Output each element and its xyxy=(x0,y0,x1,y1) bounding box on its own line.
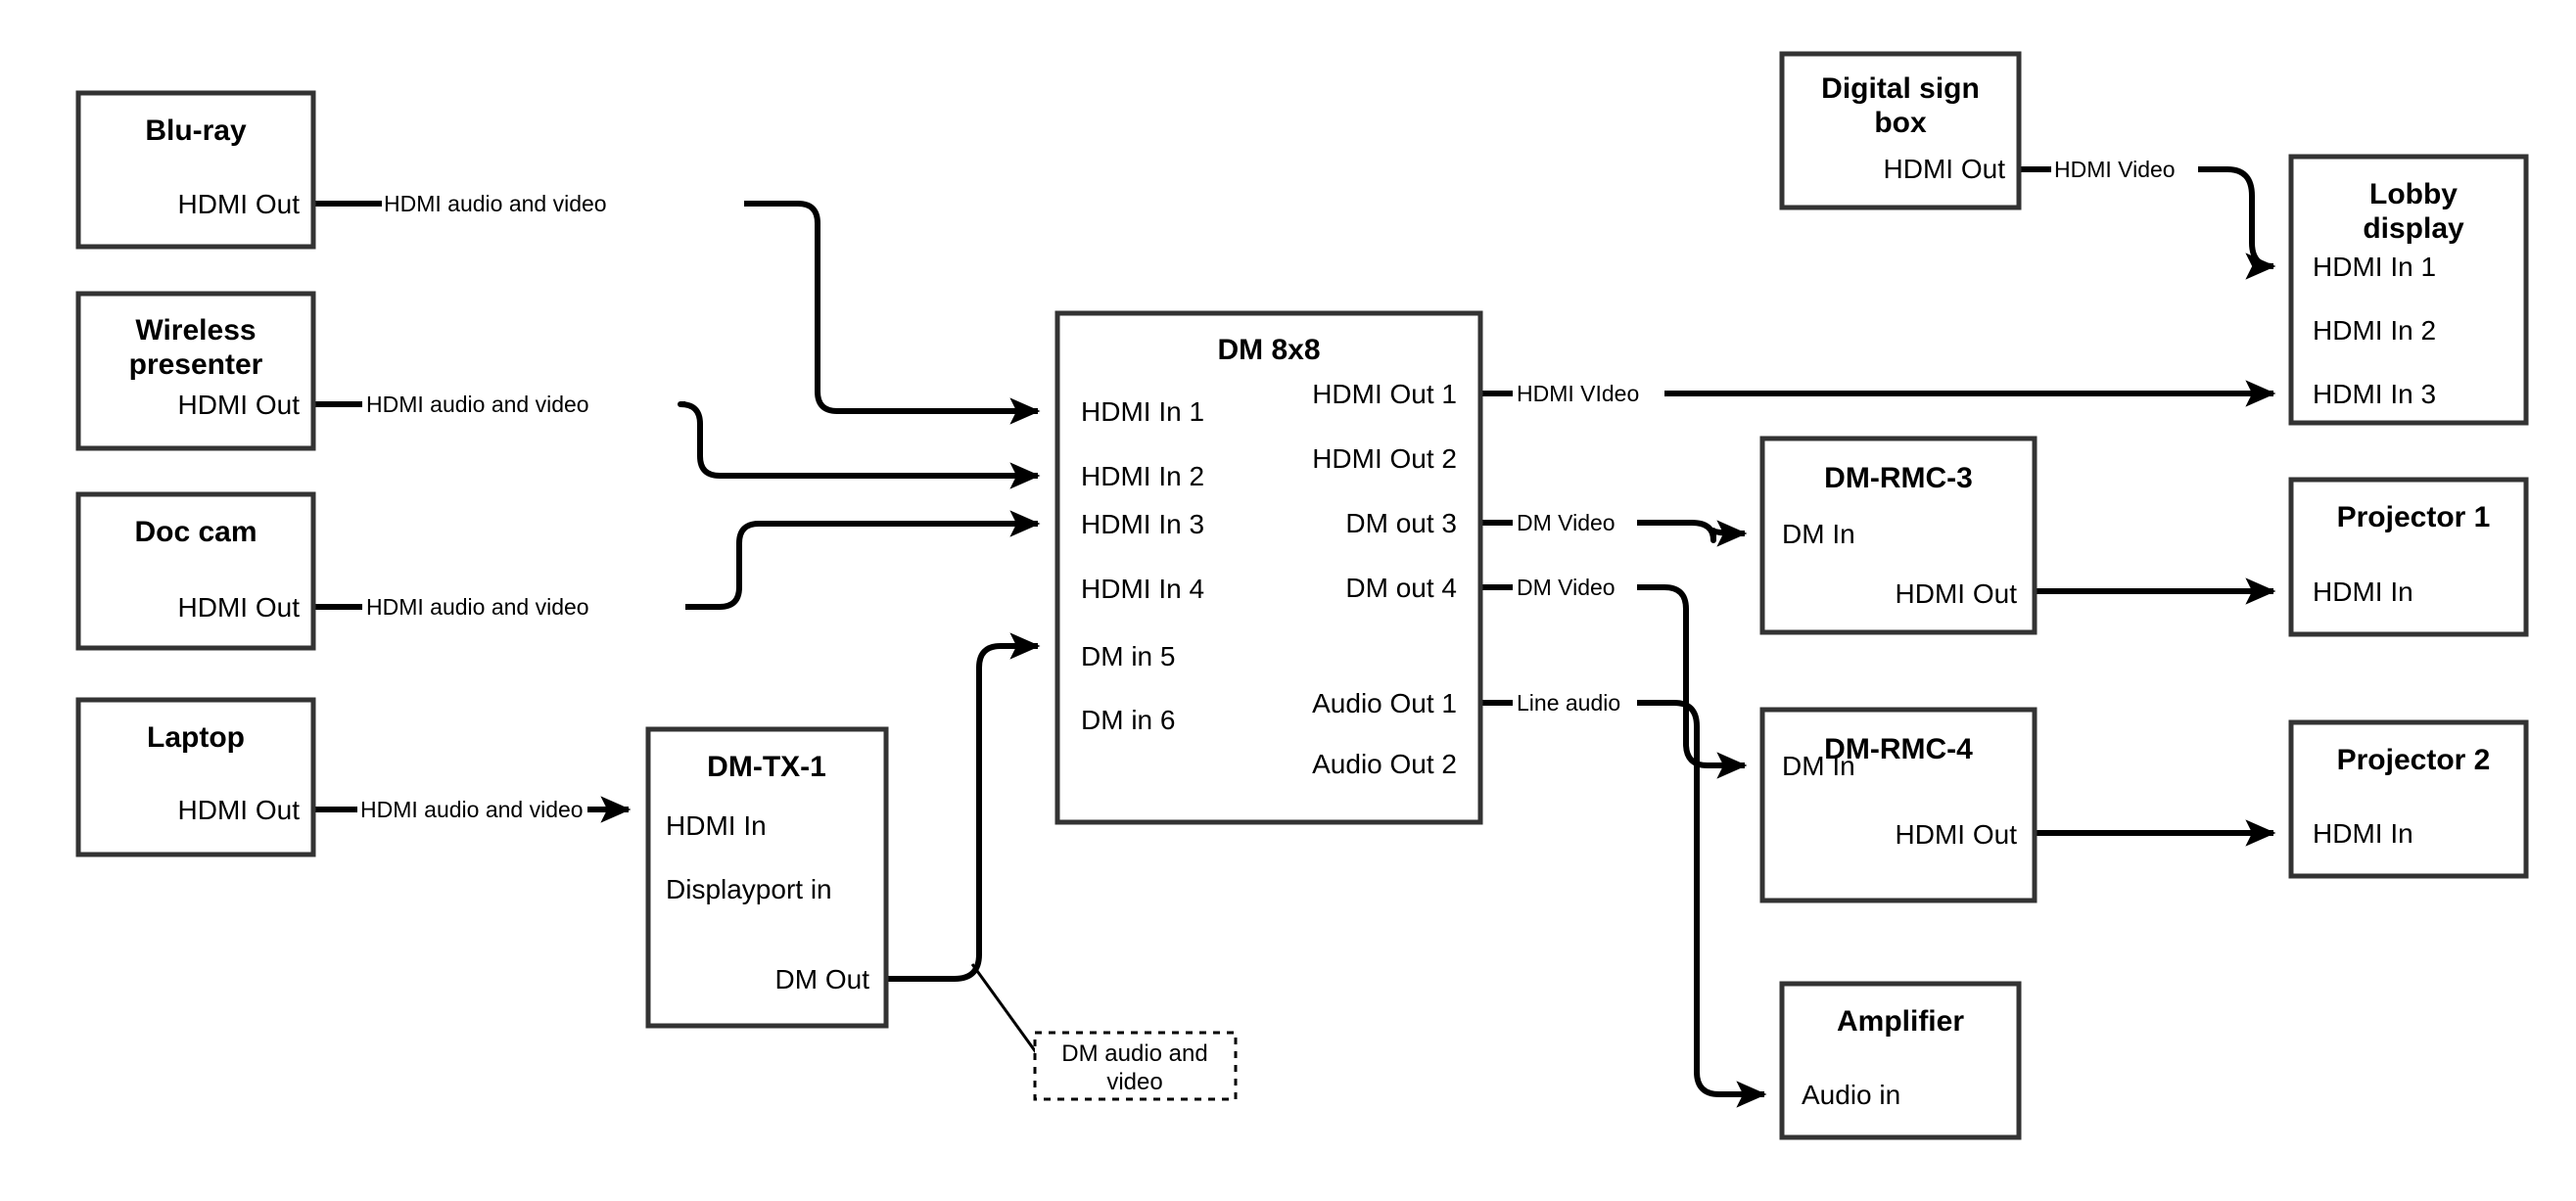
node-projector-2[interactable]: Projector 2 HDMI In xyxy=(2288,719,2529,879)
dm-8x8-input-hdmi-in-2[interactable]: HDMI In 2 xyxy=(1081,461,1204,491)
node-dm-rmc-4[interactable]: DM-RMC-4 DM In HDMI Out xyxy=(1759,707,2037,903)
doc-cam-title: Doc cam xyxy=(134,516,257,548)
note-dm-audio-video-box xyxy=(1033,1031,1238,1101)
dm-rmc-4-port-dm-in[interactable]: DM In xyxy=(1782,751,1855,781)
dm-rmc-3-port-hdmi-out[interactable]: HDMI Out xyxy=(1896,578,2018,609)
node-dm-rmc-3[interactable]: DM-RMC-3 DM In HDMI Out xyxy=(1759,436,2037,635)
node-bluray[interactable]: Blu-ray HDMI Out xyxy=(75,90,316,250)
wire-audio-out-1-to-amplifier xyxy=(1637,700,1767,1108)
node-lobby-display[interactable]: Lobby display HDMI In 1 HDMI In 2 HDMI I… xyxy=(2288,154,2529,426)
projector-2-box[interactable] xyxy=(2288,719,2529,879)
dm-rmc-3-title: DM-RMC-3 xyxy=(1824,462,1973,494)
wireless-presenter-box[interactable] xyxy=(75,291,316,451)
lobby-display-box[interactable] xyxy=(2288,154,2529,426)
node-doc-cam[interactable]: Doc cam HDMI Out xyxy=(75,491,316,651)
dm-8x8-output-dm-out-3[interactable]: DM out 3 xyxy=(1345,508,1457,538)
wire-dm-out-3-to-rmc3 xyxy=(1637,520,1748,547)
lobby-display-port-hdmi-in-2[interactable]: HDMI In 2 xyxy=(2313,315,2436,346)
edge-label-hdmiout1-to-lobby3: HDMI VIdeo xyxy=(1517,381,1639,406)
edge-label-laptop-to-tx1: HDMI audio and video xyxy=(360,797,584,822)
amplifier-box[interactable] xyxy=(1779,981,2022,1140)
doc-cam-port-hdmi-out[interactable]: HDMI Out xyxy=(178,592,301,623)
lobby-display-title-line1: Lobby xyxy=(2369,178,2458,210)
node-wireless-presenter[interactable]: Wireless presenter HDMI Out xyxy=(75,291,316,451)
node-projector-1[interactable]: Projector 1 HDMI In xyxy=(2288,477,2529,637)
wireless-presenter-port-hdmi-out[interactable]: HDMI Out xyxy=(178,390,301,420)
amplifier-title: Amplifier xyxy=(1837,1005,1964,1038)
edge-label-dmout4-to-rmc4: DM Video xyxy=(1517,575,1616,600)
wire-wireless-to-hdmi-in-2 xyxy=(678,401,1041,489)
dm-8x8-output-audio-out-2[interactable]: Audio Out 2 xyxy=(1312,749,1457,779)
edge-label-doccam-to-in3: HDMI audio and video xyxy=(366,594,589,620)
projector-1-box[interactable] xyxy=(2288,477,2529,637)
dm-tx-1-port-displayport-in[interactable]: Displayport in xyxy=(666,874,832,904)
wire-layer xyxy=(313,166,2276,1108)
bluray-box[interactable] xyxy=(75,90,316,250)
edge-label-layer: HDMI audio and video HDMI audio and vide… xyxy=(360,157,2176,822)
dm-8x8-output-hdmi-out-1[interactable]: HDMI Out 1 xyxy=(1312,379,1457,409)
node-dm-8x8[interactable]: DM 8x8 HDMI In 1 HDMI In 2 HDMI In 3 HDM… xyxy=(1054,310,1483,825)
projector-1-title: Projector 1 xyxy=(2337,501,2491,533)
dm-rmc-3-box[interactable] xyxy=(1759,436,2037,635)
lobby-display-port-hdmi-in-3[interactable]: HDMI In 3 xyxy=(2313,379,2436,409)
dm-8x8-box[interactable] xyxy=(1054,310,1483,825)
lobby-display-title-line2: display xyxy=(2363,212,2464,245)
edge-label-bluray-to-in1: HDMI audio and video xyxy=(384,191,607,216)
projector-2-port-hdmi-in[interactable]: HDMI In xyxy=(2313,818,2413,849)
wire-dmtx1-to-dm-in-5 xyxy=(886,632,1041,982)
dm-tx-1-box[interactable] xyxy=(645,726,889,1029)
dm-rmc-4-port-hdmi-out[interactable]: HDMI Out xyxy=(1896,819,2018,850)
amplifier-port-audio-in[interactable]: Audio in xyxy=(1802,1080,1900,1110)
wire-signbox-to-lobby-hdmi-in-1 xyxy=(2198,166,2276,280)
laptop-box[interactable] xyxy=(75,697,316,857)
note-dm-audio-video-line1: DM audio and xyxy=(1061,1040,1207,1067)
edge-label-wireless-to-in2: HDMI audio and video xyxy=(366,392,589,417)
wireless-presenter-title-line1: Wireless xyxy=(135,314,256,346)
dm-tx-1-port-hdmi-in[interactable]: HDMI In xyxy=(666,810,767,841)
bluray-port-hdmi-out[interactable]: HDMI Out xyxy=(178,189,301,219)
projector-1-port-hdmi-in[interactable]: HDMI In xyxy=(2313,577,2413,607)
doc-cam-box[interactable] xyxy=(75,491,316,651)
digital-sign-box[interactable] xyxy=(1779,51,2022,210)
node-dm-tx-1[interactable]: DM-TX-1 HDMI In Displayport in DM Out xyxy=(645,726,889,1029)
edge-label-sign-to-lobby: HDMI Video xyxy=(2054,157,2176,182)
wire-dm-out-4-to-rmc4 xyxy=(1637,584,1748,779)
node-laptop[interactable]: Laptop HDMI Out xyxy=(75,697,316,857)
node-digital-sign-box[interactable]: Digital sign box HDMI Out xyxy=(1779,51,2022,210)
dm-8x8-output-dm-out-4[interactable]: DM out 4 xyxy=(1345,573,1457,603)
dm-8x8-input-dm-in-5[interactable]: DM in 5 xyxy=(1081,641,1175,671)
wireless-presenter-title-line2: presenter xyxy=(129,348,263,381)
dm-8x8-output-audio-out-1[interactable]: Audio Out 1 xyxy=(1312,688,1457,718)
dm-rmc-3-port-dm-in[interactable]: DM In xyxy=(1782,519,1855,549)
edge-label-dmout3-to-rmc3: DM Video xyxy=(1517,510,1616,535)
lobby-display-port-hdmi-in-1[interactable]: HDMI In 1 xyxy=(2313,252,2436,282)
dm-rmc-4-box[interactable] xyxy=(1759,707,2037,903)
digital-sign-box-title-line1: Digital sign xyxy=(1821,72,1980,105)
dm-8x8-title: DM 8x8 xyxy=(1217,334,1320,366)
edge-label-audioout1-to-amp: Line audio xyxy=(1517,690,1620,716)
wire-bluray-to-hdmi-in-1 xyxy=(744,201,1041,425)
dm-8x8-output-hdmi-out-2[interactable]: HDMI Out 2 xyxy=(1312,443,1457,474)
node-amplifier[interactable]: Amplifier Audio in xyxy=(1779,981,2022,1140)
laptop-port-hdmi-out[interactable]: HDMI Out xyxy=(178,795,301,825)
laptop-title: Laptop xyxy=(147,721,245,754)
note-leader-line xyxy=(970,963,1038,1053)
wire-doccam-to-hdmi-in-3 xyxy=(685,510,1041,610)
digital-sign-box-port-hdmi-out[interactable]: HDMI Out xyxy=(1884,154,2006,184)
digital-sign-box-title-line2: box xyxy=(1874,107,1927,139)
dm-8x8-input-hdmi-in-3[interactable]: HDMI In 3 xyxy=(1081,509,1204,539)
dm-tx-1-port-dm-out[interactable]: DM Out xyxy=(775,964,870,994)
bluray-title: Blu-ray xyxy=(145,115,247,147)
dm-8x8-input-hdmi-in-1[interactable]: HDMI In 1 xyxy=(1081,396,1204,427)
dm-rmc-4-title: DM-RMC-4 xyxy=(1824,733,1973,765)
dm-8x8-input-dm-in-6[interactable]: DM in 6 xyxy=(1081,705,1175,735)
note-dm-audio-and-video: DM audio and video xyxy=(1033,1031,1238,1101)
note-dm-audio-video-line2: video xyxy=(1106,1069,1162,1095)
projector-2-title: Projector 2 xyxy=(2337,744,2491,776)
dm-8x8-input-hdmi-in-4[interactable]: HDMI In 4 xyxy=(1081,574,1204,604)
dm-tx-1-title: DM-TX-1 xyxy=(707,751,826,783)
